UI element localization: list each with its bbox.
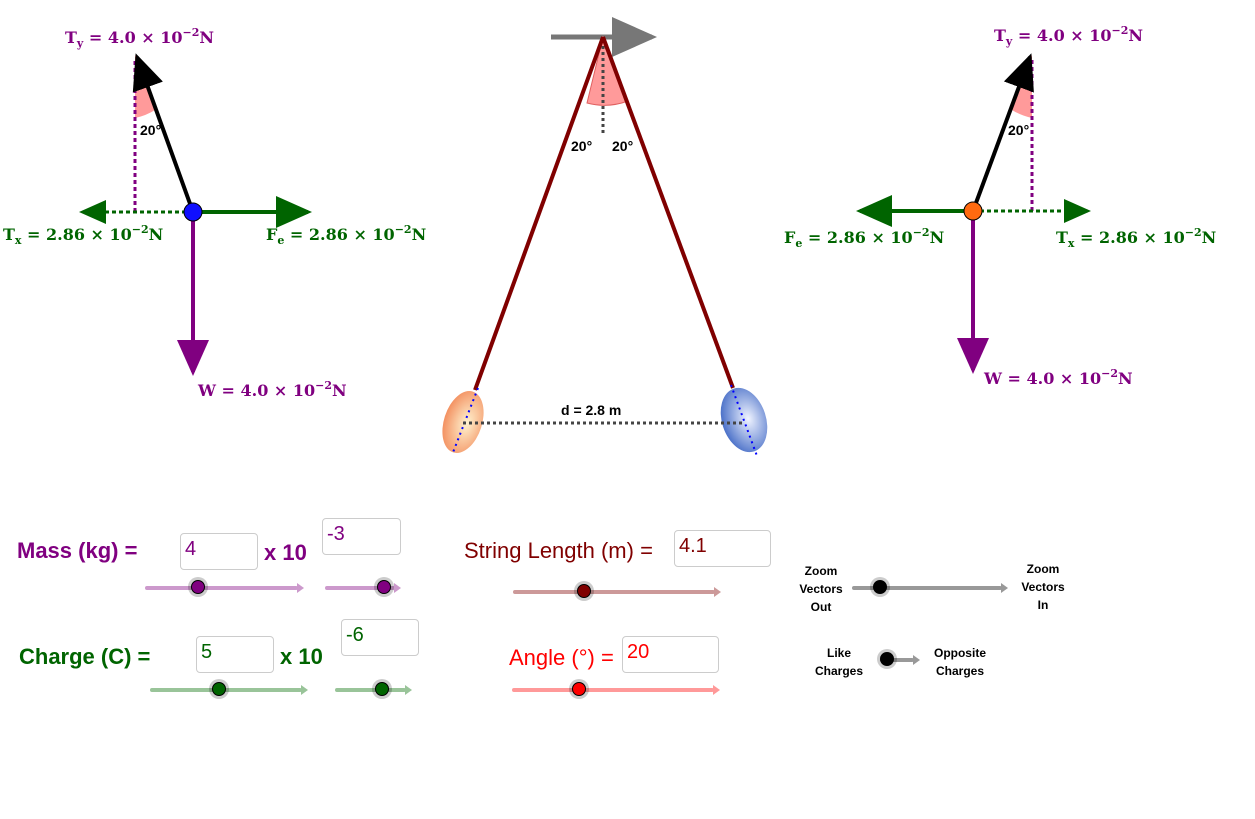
- zoom-vectors-slider[interactable]: [852, 580, 1008, 594]
- right-weight-label: W = 4.0 × 10−2N: [983, 367, 1133, 388]
- charge-slider[interactable]: [150, 682, 308, 696]
- mass-times-ten: x 10: [264, 540, 307, 565]
- mass-label: Mass (kg) =: [17, 538, 138, 563]
- right-ty-label: Ty = 4.0 × 10−2N: [994, 24, 1143, 48]
- left-weight-label: W = 4.0 × 10−2N: [197, 379, 347, 400]
- charge-exponent-slider[interactable]: [335, 682, 412, 696]
- string-length-label: String Length (m) =: [464, 538, 653, 563]
- string-length-slider[interactable]: [513, 584, 721, 598]
- charge-type-slider[interactable]: [880, 652, 920, 666]
- left-string: [473, 36, 605, 391]
- mass-exponent-slider-knob[interactable]: [377, 580, 391, 594]
- angle-input[interactable]: 20: [622, 636, 719, 673]
- zoom-vectors-slider-knob[interactable]: [873, 580, 887, 594]
- left-ty-label: Ty = 4.0 × 10−2N: [65, 26, 214, 50]
- charge-label: Charge (C) =: [19, 644, 151, 669]
- mass-exponent-slider[interactable]: [325, 580, 401, 594]
- angle-label-right: 20°: [612, 138, 633, 154]
- right-tension-vector: [971, 53, 1034, 212]
- left-tx-label: Tx = 2.86 × 10−2N: [3, 223, 163, 247]
- right-axis-dots: [730, 384, 758, 457]
- left-tension-vector: [132, 53, 195, 213]
- left-fe-label: Fe = 2.86 × 10−2N: [266, 223, 426, 247]
- right-fbd-point: [963, 201, 983, 221]
- distance-label: d = 2.8 m: [561, 402, 621, 418]
- charge-exponent-slider-knob[interactable]: [375, 682, 389, 696]
- angle-slider[interactable]: [512, 682, 720, 696]
- charge-exponent-input[interactable]: -6: [341, 619, 419, 656]
- right-fe-label: Fe = 2.86 × 10−2N: [784, 226, 944, 250]
- angle-slider-knob[interactable]: [572, 682, 586, 696]
- right-tx-label: Tx = 2.86 × 10−2N: [1056, 226, 1216, 250]
- charge-times-ten: x 10: [280, 644, 323, 669]
- mass-input[interactable]: 4: [180, 533, 258, 570]
- charge-input[interactable]: 5: [196, 636, 274, 673]
- pendulum-diagram: 20° 20° d = 2.8 m 20° Ty = 4.0 × 10−2N T…: [3, 17, 1216, 457]
- mass-exponent-input[interactable]: -3: [322, 518, 401, 555]
- left-fbd-angle: 20°: [140, 122, 161, 138]
- angle-label: Angle (°) =: [509, 645, 614, 670]
- right-fbd-angle: 20°: [1008, 122, 1029, 138]
- string-length-slider-knob[interactable]: [577, 584, 591, 598]
- right-string: [601, 36, 735, 389]
- charge-type-slider-knob[interactable]: [880, 652, 894, 666]
- charge-slider-knob[interactable]: [212, 682, 226, 696]
- mass-slider[interactable]: [145, 580, 304, 594]
- angle-label-left: 20°: [571, 138, 592, 154]
- string-length-input[interactable]: 4.1: [674, 530, 771, 567]
- mass-slider-knob[interactable]: [191, 580, 205, 594]
- left-fbd-point: [183, 202, 203, 222]
